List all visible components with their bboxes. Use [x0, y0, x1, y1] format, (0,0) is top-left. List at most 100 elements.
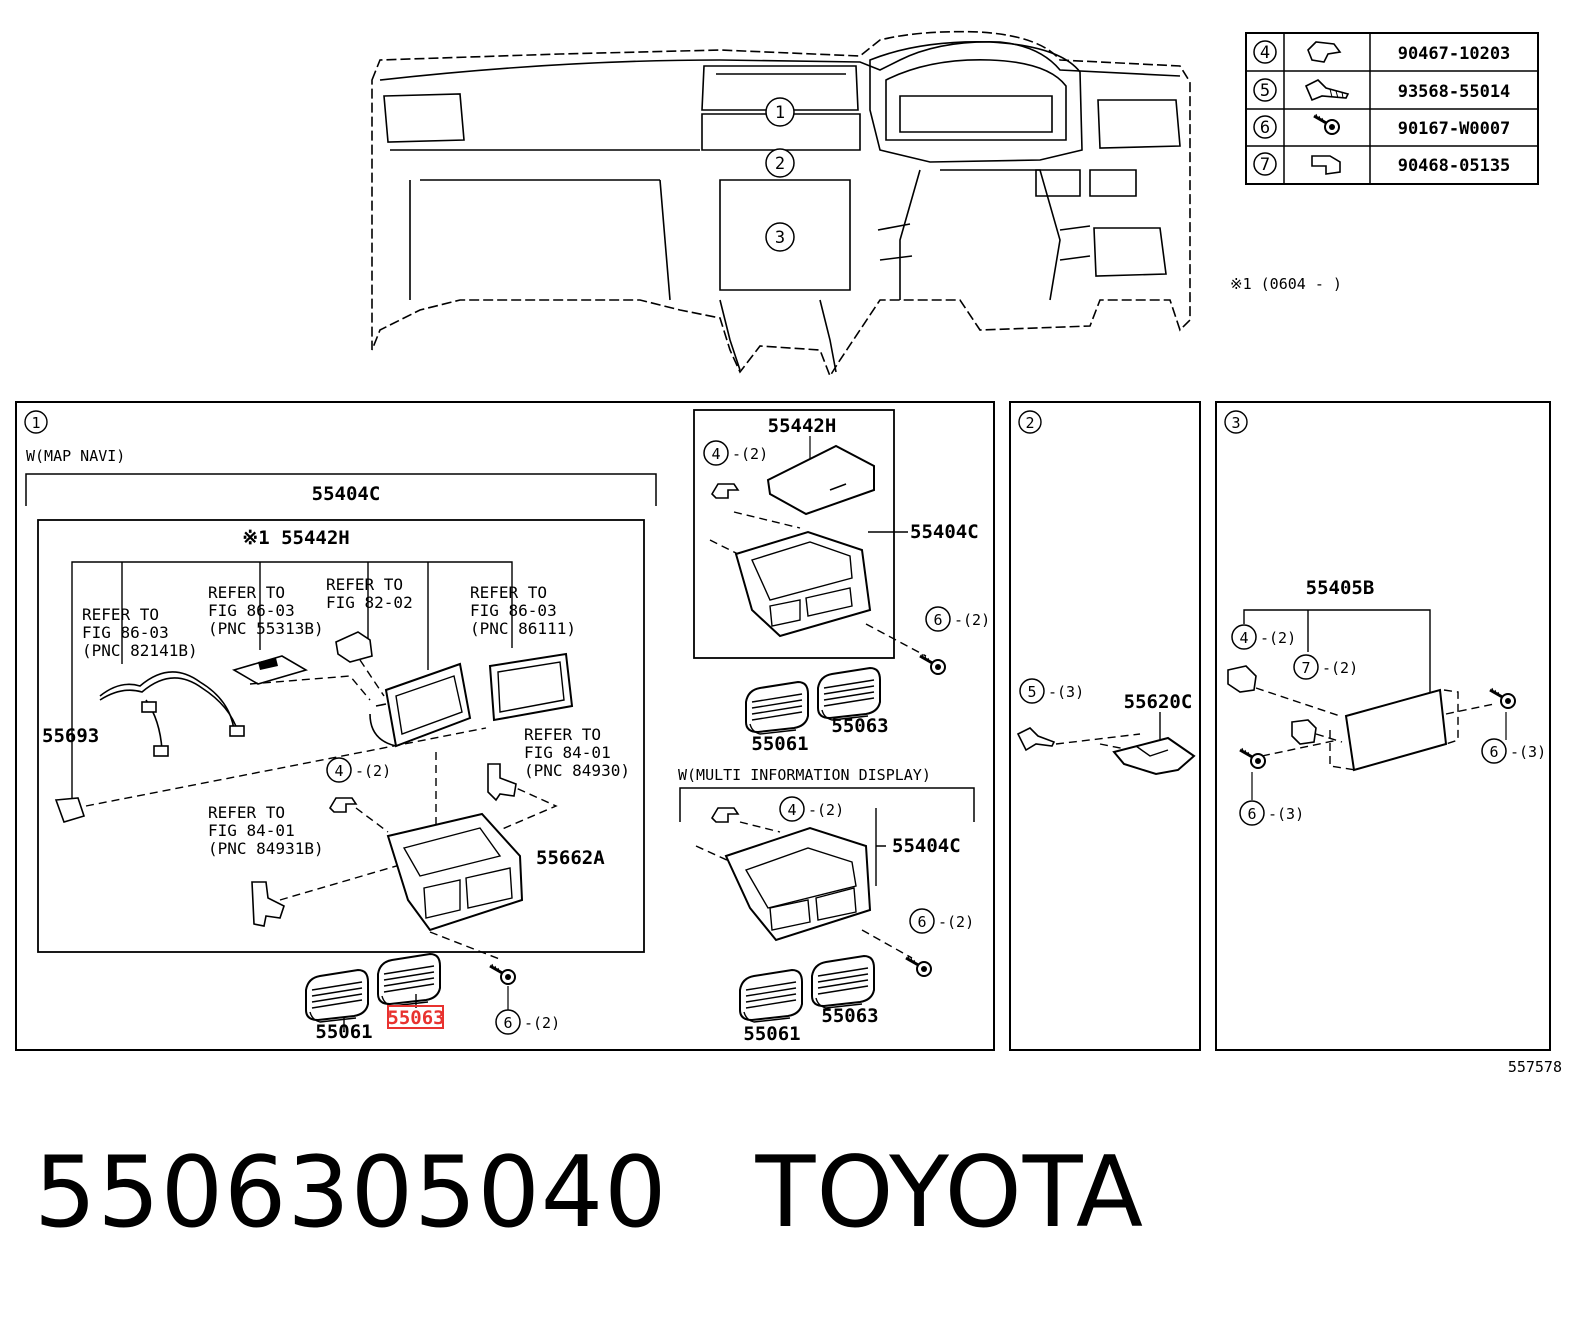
callout-4: 4 -(2)	[1231, 624, 1296, 650]
svg-text:4: 4	[711, 445, 720, 463]
panel-2-marker: 2	[1025, 414, 1034, 432]
screw-icon	[1304, 79, 1350, 102]
svg-text:5: 5	[1260, 81, 1270, 101]
part-label-55063: 55063	[821, 1005, 878, 1027]
panel-1: 1 W(MAP NAVI) 55404C ※1 55442H REFER TO …	[15, 401, 995, 1051]
svg-text:6: 6	[917, 913, 926, 931]
callout-6: 6 -(2)	[925, 606, 990, 632]
part-label-55063: 55063	[831, 715, 888, 737]
svg-text:6: 6	[933, 611, 942, 629]
callout-5: 5 -(3)	[1019, 678, 1084, 704]
svg-text:6: 6	[1489, 743, 1498, 761]
svg-text:-(3): -(3)	[1048, 683, 1084, 701]
bracket-clip-icon	[1311, 155, 1341, 175]
part-label-55442H: 55442H	[768, 415, 837, 437]
svg-text:6: 6	[503, 1014, 512, 1032]
svg-text:REFER TO: REFER TO	[524, 725, 601, 744]
svg-text:(PNC 84930): (PNC 84930)	[524, 761, 630, 780]
svg-text:FIG 86-03: FIG 86-03	[208, 601, 295, 620]
svg-text:7: 7	[1260, 155, 1270, 175]
callout-7: 7 -(2)	[1293, 654, 1358, 680]
footnote-note: ※1 (0604 - )	[1230, 275, 1342, 293]
part-label-55442H: ※1 55442H	[242, 527, 349, 549]
part-label-55061: 55061	[751, 733, 808, 755]
svg-text:FIG 82-02: FIG 82-02	[326, 593, 413, 612]
reference-82141B: REFER TO FIG 86-03 (PNC 82141B)	[82, 605, 198, 660]
vent-55061	[745, 681, 809, 735]
clip-part	[711, 483, 739, 499]
clip-icon	[1307, 41, 1342, 63]
bolt-part	[488, 962, 517, 986]
callout-6: 6 -(3)	[1239, 800, 1304, 826]
svg-text:2: 2	[775, 154, 785, 174]
wire-harness	[99, 671, 245, 757]
vent-55063	[377, 953, 441, 1007]
svg-text:REFER TO: REFER TO	[470, 583, 547, 602]
bracket-55693	[54, 797, 86, 823]
svg-text:-(3): -(3)	[1268, 805, 1304, 823]
monitor-unit	[488, 652, 574, 722]
bolt-part	[1238, 746, 1267, 770]
svg-text:3: 3	[775, 228, 785, 248]
svg-text:-(2): -(2)	[355, 762, 391, 780]
svg-text:7: 7	[1301, 659, 1310, 677]
sensor-part	[335, 631, 373, 663]
parts-diagram: 1 2 3 4 90467-10203 5 93568-55014 6	[15, 30, 1562, 1076]
bracket-84930	[487, 763, 517, 802]
svg-text:FIG 86-03: FIG 86-03	[470, 601, 557, 620]
svg-text:-(2): -(2)	[1260, 629, 1296, 647]
svg-text:FIG 84-01: FIG 84-01	[524, 743, 611, 762]
svg-text:-(2): -(2)	[732, 445, 768, 463]
bolt-part	[918, 652, 947, 676]
variant-multi-information-display: W(MULTI INFORMATION DISPLAY)	[678, 766, 931, 784]
svg-text:(PNC 84931B): (PNC 84931B)	[208, 839, 324, 858]
callout-4: 4 -(2)	[703, 440, 768, 466]
clip-part	[329, 797, 357, 813]
callout-6: 6 -(2)	[495, 1009, 560, 1035]
svg-text:-(2): -(2)	[1322, 659, 1358, 677]
bolt-part	[1488, 686, 1517, 710]
part-label-55063-highlighted[interactable]: 55063	[387, 1007, 444, 1029]
svg-text:5: 5	[1027, 683, 1036, 701]
part-label-55404C: 55404C	[892, 835, 961, 857]
highlight-box	[387, 1005, 444, 1029]
fastener-table: 4 90467-10203 5 93568-55014 6 90167-W000…	[1245, 32, 1539, 185]
bolt-icon	[1312, 112, 1341, 136]
part-label-55061: 55061	[315, 1021, 372, 1043]
cluster-panel-55662A	[386, 812, 524, 932]
svg-text:1: 1	[775, 103, 785, 123]
reference-86111: REFER TO FIG 86-03 (PNC 86111)	[470, 583, 576, 638]
svg-text:4: 4	[334, 762, 343, 780]
svg-text:90468-05135: 90468-05135	[1398, 156, 1511, 176]
svg-text:REFER TO: REFER TO	[326, 575, 403, 594]
part-label-55693: 55693	[42, 725, 99, 747]
callout-6: 6 -(2)	[909, 908, 974, 934]
diagram-id: 557578	[1508, 1058, 1562, 1076]
overview-marker-1: 1	[765, 97, 795, 127]
vent-55063	[817, 667, 881, 721]
vent-55061	[739, 969, 803, 1023]
bracket-55620C	[1112, 736, 1196, 776]
part-label-55061: 55061	[743, 1023, 800, 1045]
svg-text:6: 6	[1260, 118, 1270, 138]
fastener-row: 7 90468-05135	[1253, 152, 1511, 176]
svg-text:REFER TO: REFER TO	[208, 803, 285, 822]
svg-text:(PNC 82141B): (PNC 82141B)	[82, 641, 198, 660]
clip-part	[711, 807, 739, 823]
bracket-84931B	[251, 881, 285, 927]
fastener-row: 5 93568-55014	[1253, 78, 1510, 102]
part-label-55662A: 55662A	[536, 847, 605, 869]
bolt-part	[904, 954, 933, 978]
callout-4: 4 -(2)	[326, 757, 391, 783]
svg-text:90167-W0007: 90167-W0007	[1398, 119, 1511, 139]
panel-55405B	[1329, 688, 1459, 772]
vent-55063	[811, 955, 875, 1009]
panel-2: 2 5 -(3) 55620C	[1009, 401, 1201, 1051]
svg-text:-(2): -(2)	[938, 913, 974, 931]
svg-text:REFER TO: REFER TO	[82, 605, 159, 624]
sub-assembly-a: 55442H 4 -(2)	[693, 409, 908, 659]
fastener-row: 4 90467-10203	[1253, 40, 1510, 64]
svg-text:-(2): -(2)	[954, 611, 990, 629]
vent-55061	[305, 969, 369, 1023]
dashboard-overview	[371, 30, 1191, 378]
